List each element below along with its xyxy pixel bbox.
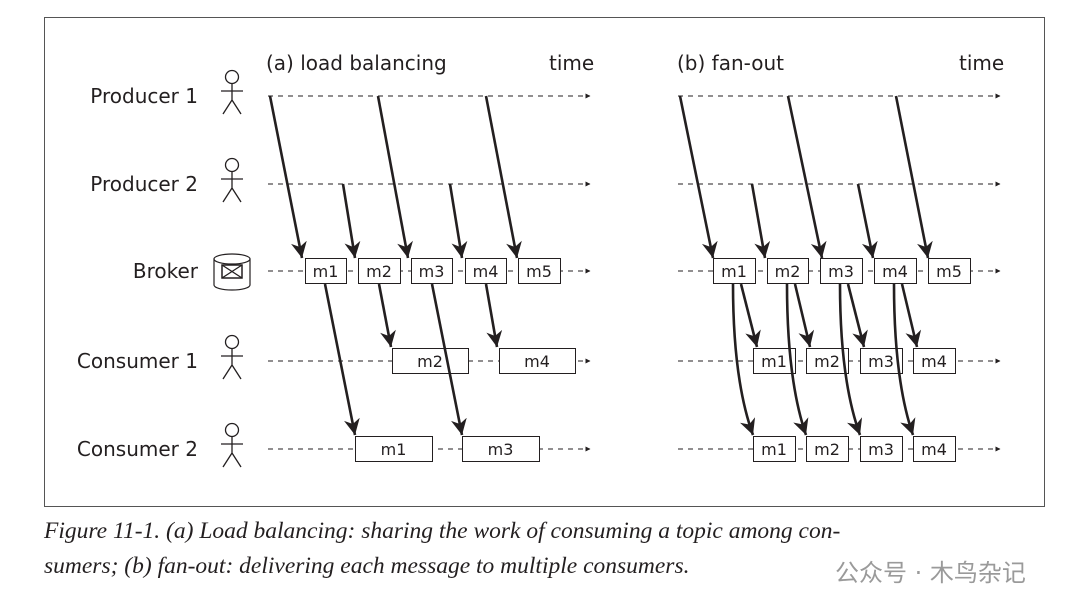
consumer-2-message-box-a-label: m1 [381, 440, 407, 459]
deliver-arrow-consumer-2-b [731, 283, 756, 436]
consumer-1-message-box-b [913, 348, 956, 374]
consumer-1-message-box-a-label: m4 [524, 352, 550, 371]
consumer-2-person-icon [221, 422, 243, 468]
publish-arrow-a [448, 183, 468, 259]
broker-message-box-b [820, 258, 863, 284]
broker-message-box-a-label: m1 [313, 262, 339, 281]
broker-message-box-a [411, 258, 453, 284]
broker-message-box-a [305, 258, 347, 284]
deliver-arrow-consumer-2-b [892, 283, 916, 436]
consumer-1-message-box-b [753, 348, 796, 374]
deliver-arrow-consumer-1-b [739, 283, 761, 348]
consumer-2-message-box-a [355, 436, 433, 462]
publish-arrow-a [268, 95, 307, 259]
broker-message-box-b [767, 258, 809, 284]
consumer-2-message-box-b-label: m1 [761, 440, 787, 459]
consumer-1-message-box-b-label: m1 [761, 352, 787, 371]
broker-message-box-a-label: m5 [526, 262, 552, 281]
publish-arrow-b [678, 95, 718, 259]
broker-message-box-b-label: m3 [828, 262, 854, 281]
consumer-2-message-box-b [913, 436, 956, 462]
deliver-arrow-a [323, 283, 360, 436]
consumer-1-message-box-b-label: m3 [868, 352, 894, 371]
consumer-2-message-box-b [753, 436, 796, 462]
publish-arrow-b [750, 183, 771, 259]
broker-message-box-b-label: m1 [721, 262, 747, 281]
publish-arrow-a [484, 95, 522, 259]
deliver-arrow-consumer-1-b [793, 283, 815, 348]
producer-2-person-icon [221, 157, 243, 203]
broker-message-box-b-label: m2 [775, 262, 801, 281]
deliver-arrow-consumer-2-b [785, 283, 809, 436]
caption-line-1: Figure 11-1. (a) Load balancing: sharing… [44, 518, 841, 544]
figure-frame [44, 17, 1045, 507]
consumer-1-message-box-b [860, 348, 903, 374]
deliver-arrow-a [430, 283, 467, 436]
consumer-2-message-box-a [462, 436, 540, 462]
panel-b-time-label: time [959, 51, 1004, 75]
role-label-consumer-1: Consumer 1 [77, 349, 198, 373]
panel-b-title: (b) fan-out [677, 51, 784, 75]
broker-message-box-a [358, 258, 401, 284]
consumer-1-message-box-a [392, 348, 469, 374]
consumer-2-message-box-b-label: m3 [868, 440, 894, 459]
broker-message-box-b [874, 258, 917, 284]
consumer-2-message-box-b-label: m4 [921, 440, 947, 459]
watermark: 公众号 · 木鸟杂记 [835, 559, 1026, 587]
consumer-2-message-box-b [860, 436, 903, 462]
consumer-1-person-icon [221, 334, 243, 380]
role-label-broker: Broker [133, 259, 199, 283]
publish-arrow-a [376, 95, 413, 259]
publish-arrow-b [856, 183, 878, 259]
publish-arrow-b [894, 95, 933, 259]
consumer-2-message-box-b [806, 436, 849, 462]
publish-arrow-a [341, 183, 361, 259]
broker-message-box-a-label: m2 [366, 262, 392, 281]
consumer-1-message-box-b-label: m2 [814, 352, 840, 371]
broker-message-box-a [518, 258, 561, 284]
broker-message-box-a [465, 258, 507, 284]
deliver-arrow-a [484, 283, 503, 348]
broker-message-box-a-label: m4 [473, 262, 499, 281]
broker-message-box-b [713, 258, 756, 284]
broker-message-box-b-label: m5 [936, 262, 962, 281]
producer-1-person-icon [221, 69, 243, 115]
deliver-arrow-consumer-1-b [900, 283, 922, 348]
broker-database-icon [213, 253, 251, 291]
broker-message-box-b-label: m4 [882, 262, 908, 281]
broker-message-box-b [928, 258, 971, 284]
broker-message-box-a-label: m3 [419, 262, 445, 281]
consumer-2-message-box-b-label: m2 [814, 440, 840, 459]
caption-line-2: sumers; (b) fan-out: delivering each mes… [44, 553, 690, 579]
publish-arrow-b [786, 95, 827, 259]
panel-a-time-label: time [549, 51, 594, 75]
consumer-1-message-box-a [499, 348, 576, 374]
consumer-2-message-box-a-label: m3 [488, 440, 514, 459]
consumer-1-message-box-b-label: m4 [921, 352, 947, 371]
deliver-arrow-consumer-1-b [846, 283, 868, 348]
deliver-arrow-a [377, 283, 396, 348]
role-label-producer-2: Producer 2 [90, 172, 198, 196]
deliver-arrow-consumer-2-b [838, 283, 863, 436]
consumer-1-message-box-b [806, 348, 849, 374]
role-label-producer-1: Producer 1 [90, 84, 198, 108]
role-label-consumer-2: Consumer 2 [77, 437, 198, 461]
consumer-1-message-box-a-label: m2 [417, 352, 443, 371]
panel-a-title: (a) load balancing [266, 51, 447, 75]
